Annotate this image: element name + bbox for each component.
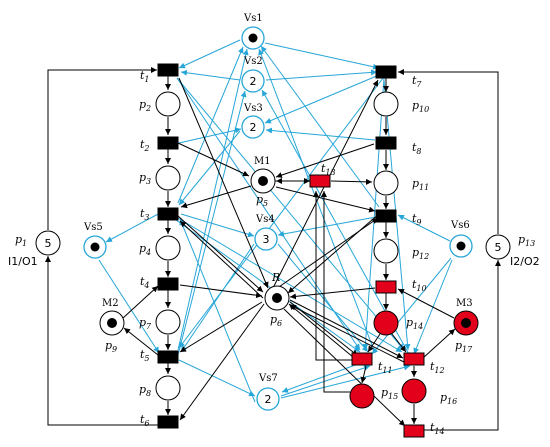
vs1-label: Vs1 [243,13,263,24]
p11-label: p11 [412,177,429,192]
place-p8 [155,375,181,401]
transition-t13 [309,174,331,188]
monitor-vs3: 2 Vs3 [241,103,265,139]
t2-label: t2 [140,138,150,153]
t5-label: t5 [140,348,150,363]
transition-t11 [351,352,373,366]
transition-t6 [157,415,179,429]
m3-label: M3 [456,298,473,309]
monitor-vs4: 3 Vs4 [254,214,278,251]
t1-label: t1 [140,69,150,84]
place-p2 [155,91,181,117]
p7-label: p7 [139,316,152,331]
m1-label: M1 [254,156,271,167]
p2-label: p2 [139,98,151,113]
t4-label: t4 [140,275,150,290]
vs4-label: Vs4 [255,214,275,225]
t14-label: t14 [430,421,445,436]
t10-label: t10 [412,278,427,293]
vs3-label: Vs3 [243,103,263,114]
m2-label: M2 [102,298,119,309]
p5-label: p5 [256,193,268,208]
monitor-places: Vs1 2 Vs2 2 Vs3 3 Vs4 Vs5 Vs6 [83,13,473,411]
transition-t7 [375,65,397,79]
p6-label: p6 [270,313,282,328]
transition-t12 [403,352,425,366]
place-p10 [373,91,399,117]
r-label: R [271,271,280,284]
vs5-label: Vs5 [83,222,103,233]
transition-t1 [157,63,179,77]
p3-label: p3 [139,171,151,186]
t9-label: t9 [412,212,422,227]
t7-label: t7 [412,74,422,89]
place-p12 [373,238,399,264]
p8-label: p8 [139,383,151,398]
monitor-vs6: Vs6 [449,220,473,258]
vs3-tokens: 2 [250,121,257,134]
p17-label: p17 [455,339,473,354]
transition-t8 [375,136,397,150]
place-p13 [485,234,511,260]
p13-tokens: 5 [495,241,502,254]
transition-t5 [157,350,179,364]
place-p11 [373,170,399,196]
t12-label: t12 [430,360,445,375]
place-p1 [35,230,61,256]
p1-tokens: 5 [45,237,52,250]
p9-label: p9 [105,339,117,354]
vs4-tokens: 3 [263,233,270,246]
io-right-label: I2/O2 [510,255,540,268]
p1-label: p1 [15,233,27,248]
p17-token [461,318,471,328]
io-left-label: I1/O1 [8,255,38,268]
place-p16 [401,378,427,404]
place-p14 [373,310,399,336]
vs2-label: Vs2 [243,56,263,67]
monitor-vs7: 2 Vs7 [256,373,280,411]
transition-t10 [375,280,397,294]
p12-label: p12 [412,246,429,261]
transition-t14 [403,424,425,438]
transitions [157,63,425,438]
place-p3 [155,165,181,191]
monitor-vs1: Vs1 [241,13,265,50]
transition-t3 [157,207,179,221]
t6-label: t6 [140,413,150,428]
p16-label: p16 [440,391,457,406]
process-arcs [45,67,501,431]
transition-t4 [157,277,179,291]
place-p15 [349,383,375,409]
monitor-vs5: Vs5 [83,222,107,259]
vs2-tokens: 2 [250,75,257,88]
vs6-label: Vs6 [450,220,470,231]
place-p4 [155,235,181,261]
t11-label: t11 [378,360,393,375]
transition-t2 [157,136,179,150]
place-p7 [155,309,181,335]
p15-label: p15 [381,386,398,401]
p4-label: p4 [139,242,151,257]
p14-label: p14 [406,316,423,331]
t8-label: t8 [412,141,422,156]
transition-t9 [375,209,397,223]
monitor-vs2: 2 Vs2 [241,56,265,93]
p13-label: p13 [518,233,535,248]
vs7-label: Vs7 [258,373,278,384]
p10-label: p10 [412,99,429,114]
t3-label: t3 [140,207,150,222]
vs7-tokens: 2 [265,393,272,406]
monitor-arcs [98,39,453,403]
t13-label: t13 [321,162,336,177]
